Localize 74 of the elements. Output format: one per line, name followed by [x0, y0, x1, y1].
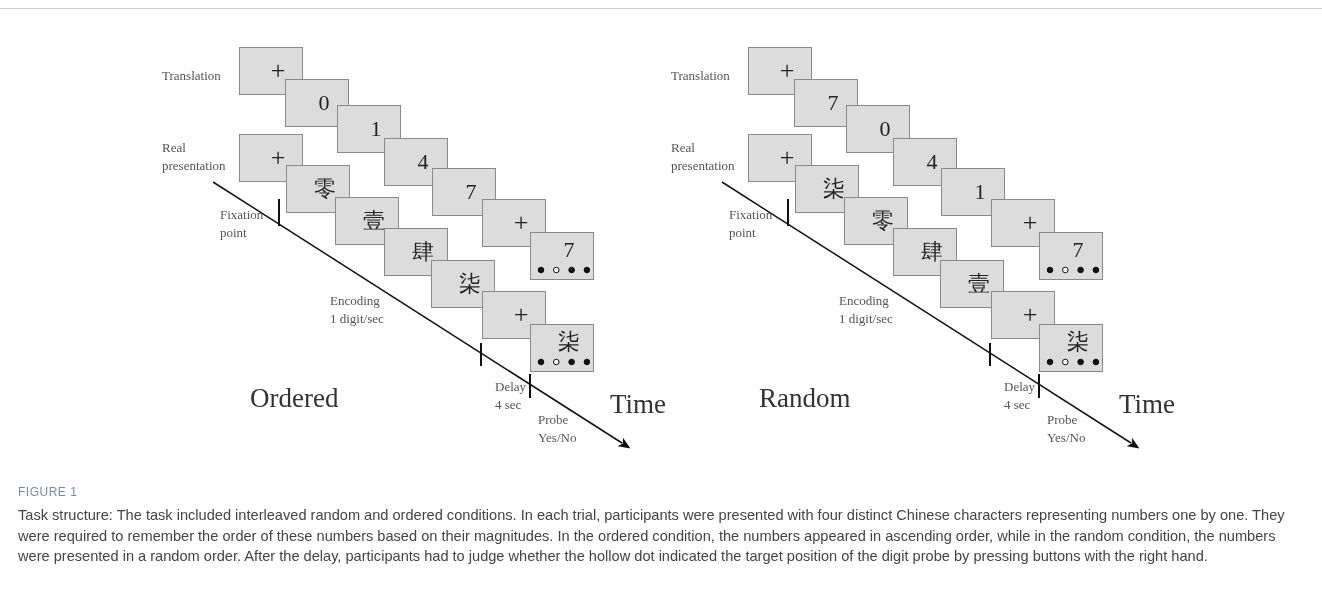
stimulus-screen: [285, 79, 349, 127]
stimulus-text: 4: [926, 151, 938, 173]
panel-title: Time: [610, 388, 668, 421]
stimulus-text: 零: [872, 210, 894, 232]
fixation-cross: +: [1022, 302, 1038, 328]
stimulus-screen: [844, 197, 908, 245]
stimulus-screen: [893, 138, 957, 186]
stimulus-text: 肆: [921, 241, 943, 263]
phase-label: Real presentation: [671, 139, 736, 175]
stimulus-text: 1: [974, 181, 986, 203]
fixation-cross: +: [513, 210, 529, 236]
fixation-cross: +: [779, 145, 795, 171]
phase-label: Encoding 1 digit/sec: [839, 292, 894, 328]
probe-screen: [1039, 324, 1103, 372]
stimulus-text: 0: [879, 118, 891, 140]
stimulus-text: 7: [563, 239, 575, 261]
stimulus-screen: [991, 291, 1055, 339]
fixation-cross: +: [270, 58, 286, 84]
phase-label: Fixation point: [729, 206, 774, 242]
stimulus-text: 1: [370, 118, 382, 140]
stimulus-screen: [893, 228, 957, 276]
stimulus-screen: [482, 199, 546, 247]
stimulus-text: 壹: [363, 210, 385, 232]
stimulus-screen: [482, 291, 546, 339]
stimulus-text: 肆: [412, 241, 434, 263]
stimulus-screen: [846, 105, 910, 153]
fixation-cross: +: [270, 145, 286, 171]
phase-label: Probe Yes/No: [1047, 411, 1087, 447]
phase-label: Real presentation: [162, 139, 227, 175]
stimulus-screen: [795, 165, 859, 213]
phase-label: Encoding 1 digit/sec: [330, 292, 385, 328]
stimulus-text: 0: [318, 92, 330, 114]
stimulus-text: 7: [465, 181, 477, 203]
panel-title: Ordered: [250, 382, 340, 415]
stimulus-screen: [384, 138, 448, 186]
stimulus-screen: [239, 47, 303, 95]
probe-screen: [1039, 232, 1103, 280]
panel-title: Random: [759, 382, 852, 415]
stimulus-text: 零: [314, 178, 336, 200]
probe-screen: [530, 232, 594, 280]
stimulus-screen: [794, 79, 858, 127]
stimulus-screen: [748, 47, 812, 95]
probe-screen: [530, 324, 594, 372]
stimulus-screen: [941, 168, 1005, 216]
stimulus-text: 柒: [823, 178, 845, 200]
phase-label: Probe Yes/No: [538, 411, 578, 447]
stimulus-screen: [431, 260, 495, 308]
phase-label: Translation: [162, 67, 222, 85]
stimulus-text: 7: [827, 92, 839, 114]
phase-label: Translation: [671, 67, 731, 85]
stimulus-screen: [432, 168, 496, 216]
stimulus-text: 柒: [1067, 331, 1089, 353]
phase-label: Delay 4 sec: [495, 378, 528, 414]
figure-label: FIGURE 1: [18, 484, 78, 501]
stimulus-text: 柒: [558, 331, 580, 353]
caption: Task structure: The task included interleaved random and ordered conditions. In each trial, participants were presented with four distinct Chinese characters representing numbers one by one. They were required to remember the order of these numbers based on their magnitudes. In the ordered condition, the numbers appeared in ascending order, while in the random condition, the numbers were presented in a random order. After the delay, participants had to judge whether the hollow dot indicated the target position of the digit probe by pressing buttons with the right hand.: [18, 506, 1286, 566]
stimulus-text: 7: [1072, 239, 1084, 261]
stimulus-screen: [384, 228, 448, 276]
stimulus-text: 4: [417, 151, 429, 173]
phase-label: Delay 4 sec: [1004, 378, 1037, 414]
phase-label: Fixation point: [220, 206, 265, 242]
fixation-cross: +: [513, 302, 529, 328]
stimulus-screen: [940, 260, 1004, 308]
stimulus-screen: [748, 134, 812, 182]
stimulus-screen: [286, 165, 350, 213]
stimulus-text: 壹: [968, 273, 990, 295]
stimulus-screen: [337, 105, 401, 153]
fixation-cross: +: [779, 58, 795, 84]
fixation-cross: +: [1022, 210, 1038, 236]
stimulus-screen: [335, 197, 399, 245]
stimulus-screen: [991, 199, 1055, 247]
panel-title: Time: [1119, 388, 1177, 421]
stimulus-text: 柒: [459, 273, 481, 295]
stimulus-screen: [239, 134, 303, 182]
